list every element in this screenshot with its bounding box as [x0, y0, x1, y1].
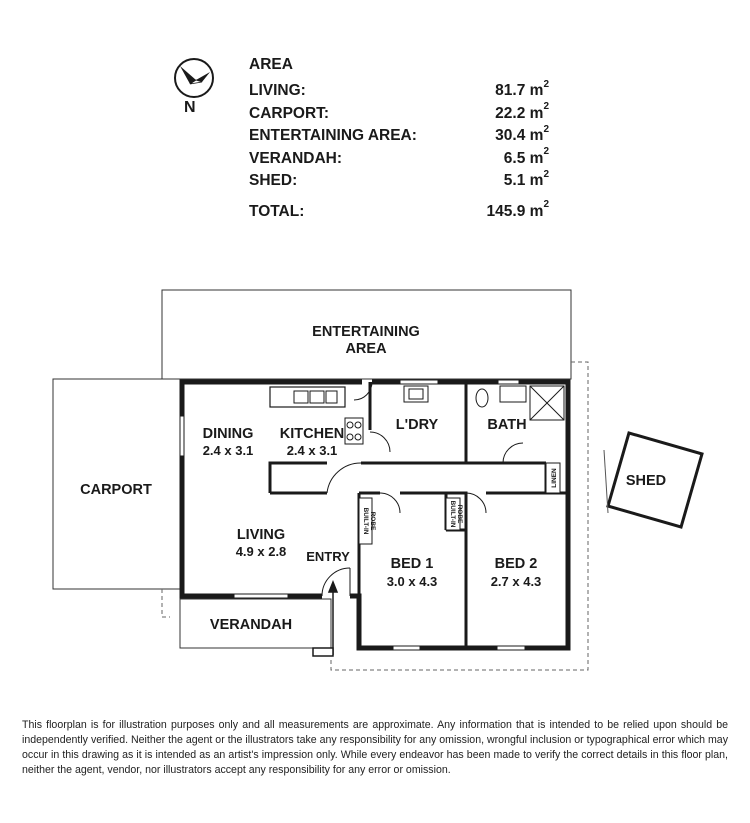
shed-outline: [606, 431, 704, 529]
carport-label: CARPORT: [80, 482, 152, 498]
shower-cross: [529, 385, 565, 421]
boundary-dashed: [330, 361, 589, 671]
kitchen-counter: [269, 386, 364, 445]
linen-cupboard: [545, 462, 561, 494]
living-dimensions: 4.9 x 2.8: [236, 544, 287, 559]
verandah-label: VERANDAH: [210, 617, 292, 633]
built-in-robe-label: BUILT-IN: [362, 508, 369, 535]
area-row-shed: SHED: 5.1 m2: [249, 168, 549, 193]
area-row-value: 81.7 m2: [495, 78, 549, 99]
boundary-dashed-left: [161, 589, 170, 618]
area-row-label: CARPORT:: [249, 104, 330, 122]
compass-north-label: N: [184, 99, 196, 116]
entertaining-area-outline: [161, 289, 572, 380]
laundry-label: L'DRY: [396, 417, 439, 433]
vanity: [499, 385, 527, 403]
disclaimer-text: This floorplan is for illustration purpo…: [22, 719, 728, 776]
area-row-carport: CARPORT: 22.2 m2: [249, 101, 549, 126]
area-row-value: 22.2 m2: [495, 101, 549, 122]
laundry-tub-basin: [408, 388, 424, 400]
area-total-value: 145.9 m2: [486, 199, 549, 220]
built-in-robe-bed2: [445, 497, 461, 531]
built-in-robe-bed1: [358, 497, 373, 545]
built-in-robe-label: ROBE: [369, 512, 376, 531]
area-table: AREA LIVING: 81.7 m2 CARPORT: 22.2 m2 EN…: [249, 56, 549, 223]
shed-door: [603, 449, 609, 514]
built-in-robe-label: BUILT-IN: [449, 501, 456, 528]
windows: [179, 379, 526, 651]
dining-label: DINING: [203, 426, 254, 442]
area-row-verandah: VERANDAH: 6.5 m2: [249, 146, 549, 171]
door-swings: [321, 381, 524, 597]
entry-label: ENTRY: [306, 549, 350, 564]
area-row-total: TOTAL: 145.9 m2: [249, 199, 549, 224]
entry-arrow: [312, 579, 339, 657]
area-row-label: LIVING:: [249, 82, 306, 99]
built-in-robe-label: ROBE: [456, 505, 463, 524]
bed1-label: BED 1: [391, 556, 434, 572]
living-label: LIVING: [237, 527, 285, 543]
shed-label: SHED: [626, 473, 666, 489]
bed2-dimensions: 2.7 x 4.3: [491, 574, 542, 589]
area-row-entertaining: ENTERTAINING AREA: 30.4 m2: [249, 123, 549, 148]
dining-dimensions: 2.4 x 3.1: [203, 443, 254, 458]
area-row-label: SHED:: [249, 172, 298, 189]
bath-label: BATH: [487, 417, 526, 433]
area-row-value: 6.5 m2: [503, 146, 549, 167]
bed1-dimensions: 3.0 x 4.3: [387, 574, 438, 589]
bed2-label: BED 2: [495, 556, 538, 572]
linen-label: LINEN: [551, 468, 558, 488]
area-row-living: LIVING: 81.7 m2: [249, 78, 549, 103]
entertaining-area-label: AREA: [345, 341, 387, 357]
area-row-label: VERANDAH:: [249, 149, 342, 167]
toilet: [475, 388, 489, 408]
north-arrow-icon: [174, 58, 214, 98]
entertaining-area-label: ENTERTAINING: [312, 324, 420, 340]
house-external-walls: [179, 379, 571, 651]
kitchen-dimensions: 2.4 x 3.1: [287, 443, 338, 458]
area-row-value: 5.1 m2: [503, 168, 549, 189]
area-row-value: 30.4 m2: [495, 123, 549, 144]
compass: N: [172, 56, 216, 118]
area-total-label: TOTAL:: [249, 202, 305, 220]
laundry-tub: [403, 385, 429, 403]
area-title: AREA: [249, 56, 293, 73]
verandah-outline: [179, 598, 332, 649]
area-row-label: ENTERTAINING AREA:: [249, 127, 417, 144]
kitchen-label: KITCHEN: [280, 426, 344, 442]
